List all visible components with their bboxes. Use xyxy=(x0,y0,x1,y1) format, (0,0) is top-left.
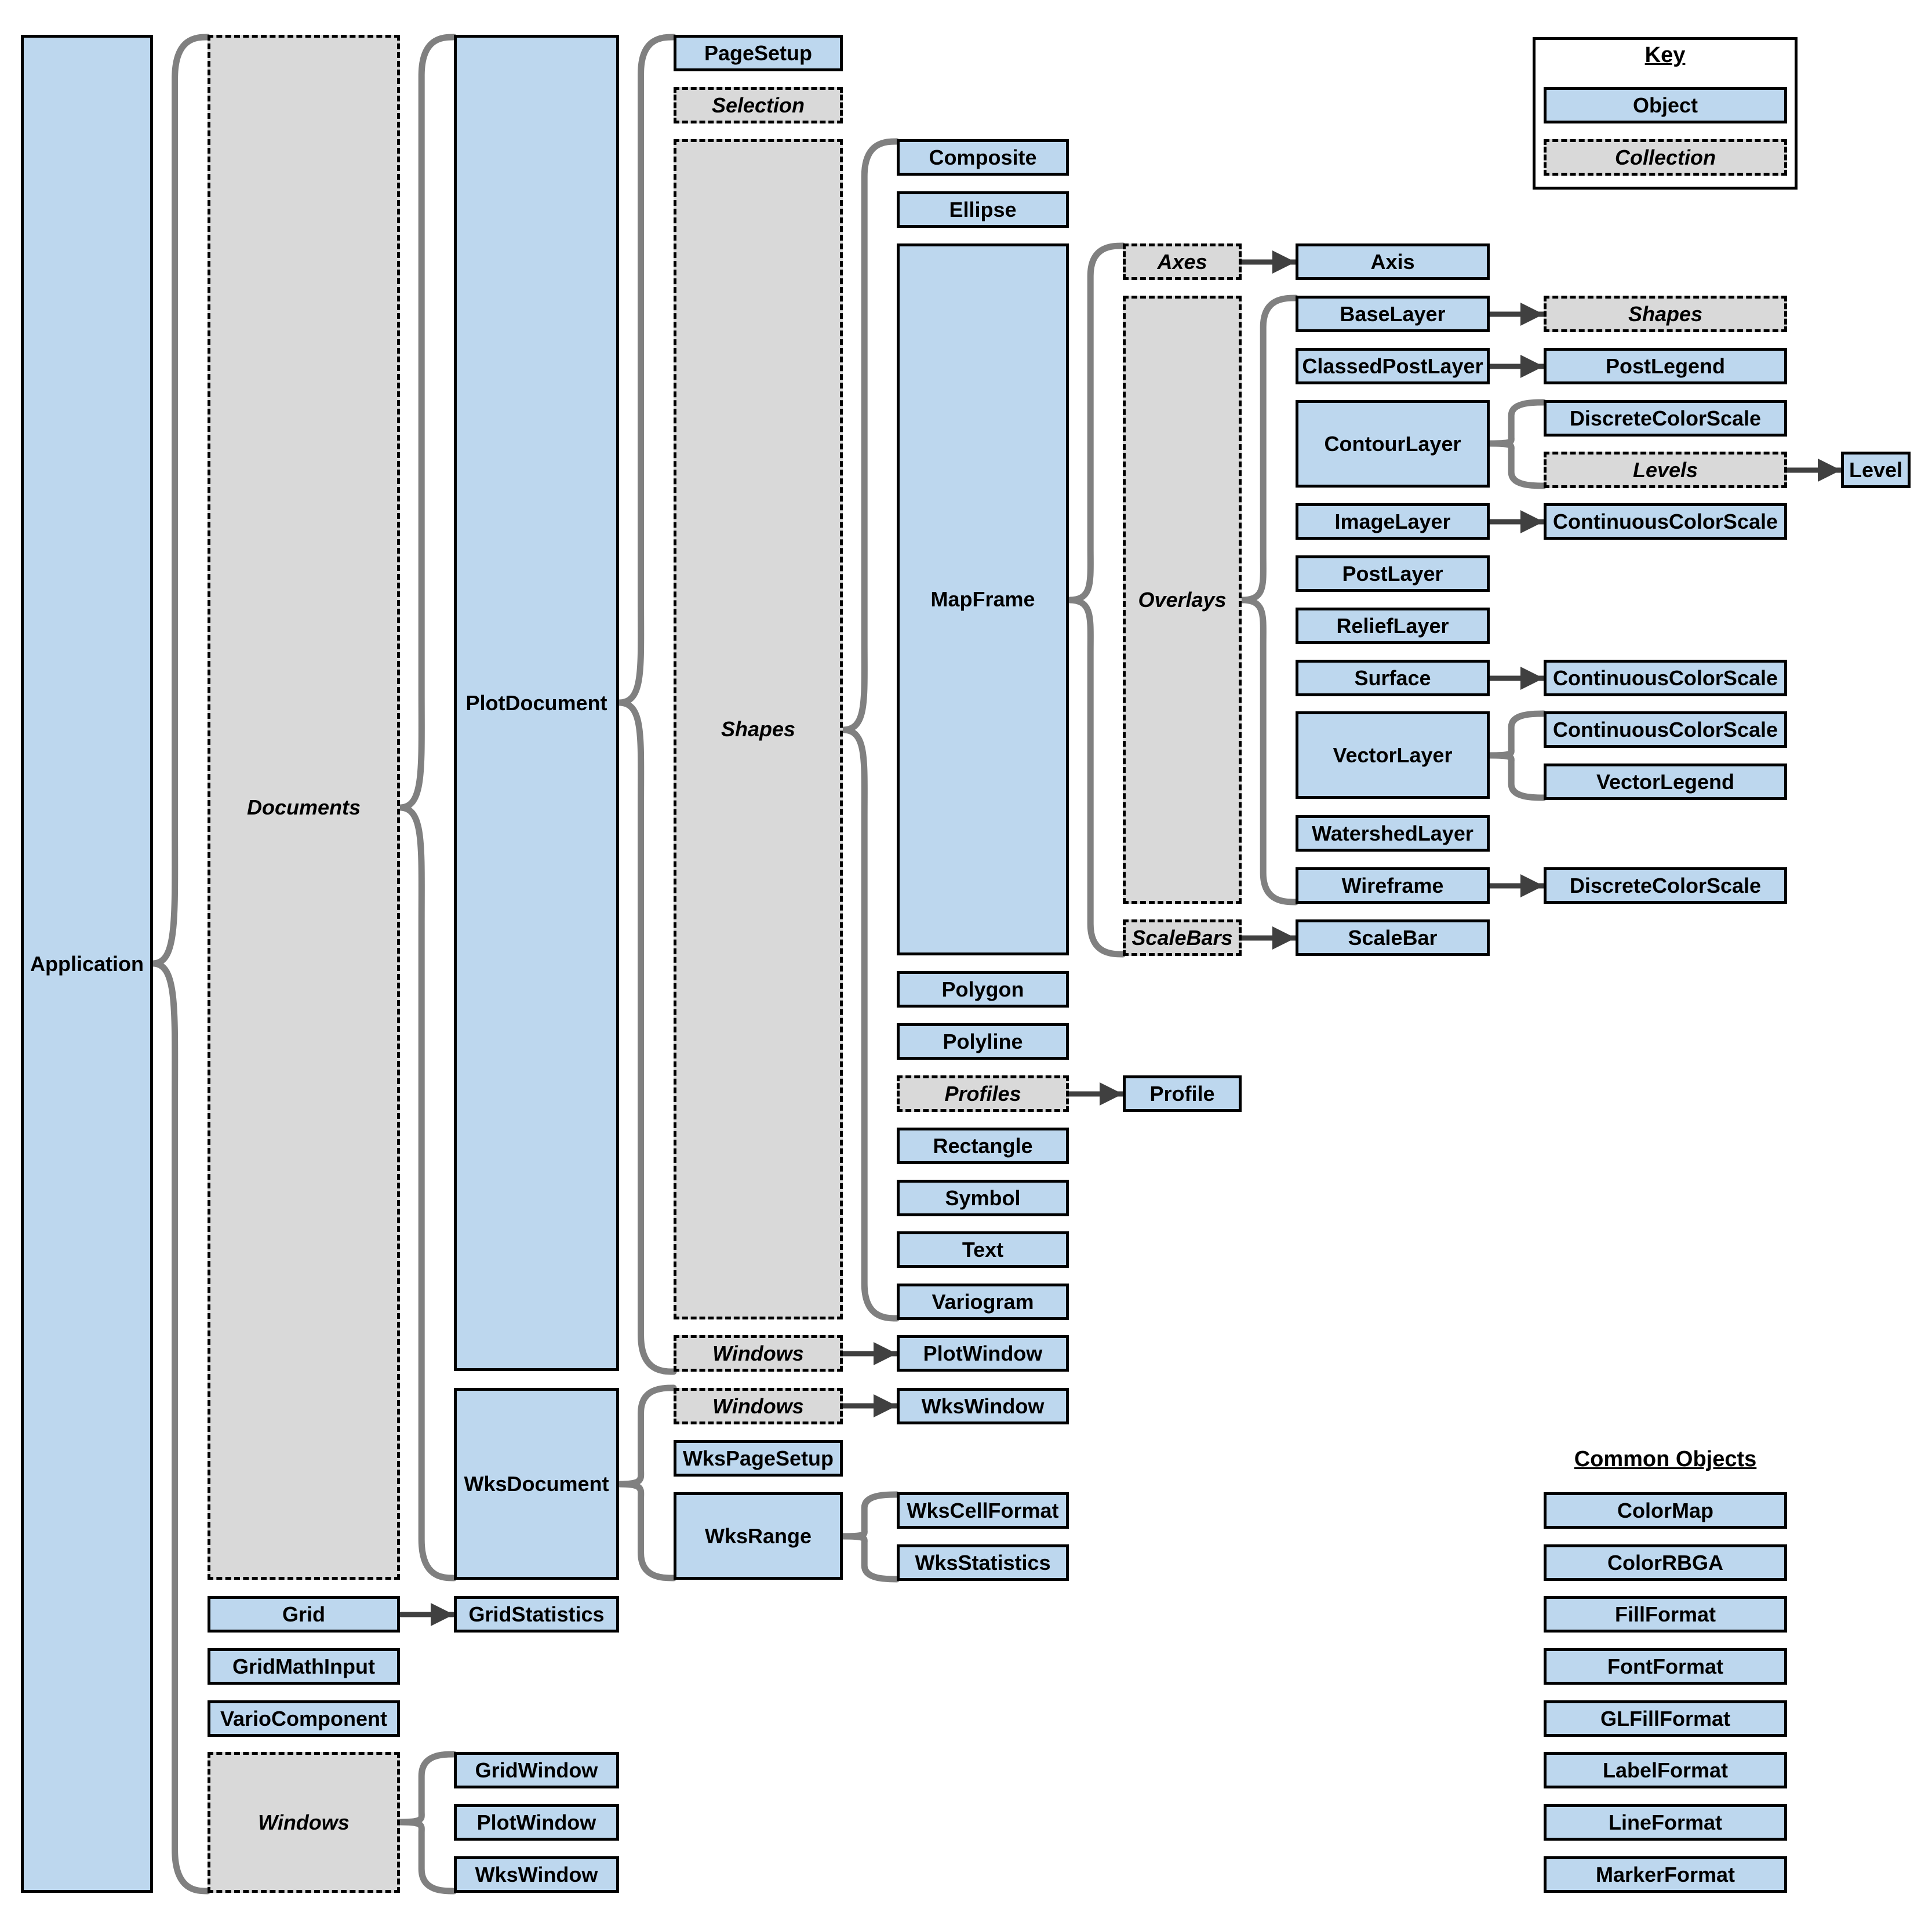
brace-connector xyxy=(396,34,457,811)
node-classedpostlayer: ClassedPostLayer xyxy=(1296,348,1490,384)
node-shapes-baselayer: Shapes xyxy=(1544,296,1787,332)
node-composite: Composite xyxy=(897,139,1069,176)
node-levels: Levels xyxy=(1544,452,1787,488)
node-variogram: Variogram xyxy=(897,1284,1069,1320)
node-wksdocument: WksDocument xyxy=(454,1388,619,1580)
brace-connector xyxy=(1238,597,1299,906)
brace-connector xyxy=(396,804,457,1581)
node-polygon: Polygon xyxy=(897,971,1069,1008)
common-object-item: MarkerFormat xyxy=(1544,1856,1787,1893)
node-selection: Selection xyxy=(674,87,843,123)
brace-connector xyxy=(1486,440,1547,489)
node-discretecolorscale-contour: DiscreteColorScale xyxy=(1544,400,1787,437)
node-gridwindow: GridWindow xyxy=(454,1752,619,1788)
brace-connector xyxy=(616,1481,677,1581)
node-windows-wks: Windows xyxy=(674,1388,843,1424)
node-wksstatistics: WksStatistics xyxy=(897,1544,1069,1581)
node-variocomponent: VarioComponent xyxy=(208,1700,400,1737)
node-continuouscolorscale-surface: ContinuousColorScale xyxy=(1544,660,1787,696)
node-windows-app: Windows xyxy=(208,1752,400,1893)
node-imagelayer: ImageLayer xyxy=(1296,503,1490,540)
brace-connector xyxy=(1065,597,1126,958)
node-symbol: Symbol xyxy=(897,1180,1069,1216)
node-ellipse: Ellipse xyxy=(897,191,1069,228)
node-postlegend: PostLegend xyxy=(1544,348,1787,384)
key-title: Key xyxy=(1644,42,1686,67)
node-documents: Documents xyxy=(208,35,400,1580)
node-axis: Axis xyxy=(1296,243,1490,280)
brace-connector xyxy=(396,1819,457,1895)
node-wkspagesetup: WksPageSetup xyxy=(674,1440,843,1477)
node-postlayer: PostLayer xyxy=(1296,555,1490,592)
brace-connector xyxy=(1486,710,1547,759)
common-object-item: ColorMap xyxy=(1544,1492,1787,1529)
brace-connector xyxy=(616,699,677,1375)
node-continuouscolorscale-vector: ContinuousColorScale xyxy=(1544,711,1787,748)
brace-connector xyxy=(616,34,677,706)
common-object-item: FillFormat xyxy=(1544,1596,1787,1633)
brace-connector xyxy=(1486,399,1547,447)
node-mapframe: MapFrame xyxy=(897,243,1069,955)
brace-connector xyxy=(1065,242,1126,603)
node-profiles: Profiles xyxy=(897,1075,1069,1112)
brace-connector xyxy=(150,34,211,967)
node-pagesetup: PageSetup xyxy=(674,35,843,71)
node-gridmathinput: GridMathInput xyxy=(208,1648,400,1685)
node-surface: Surface xyxy=(1296,660,1490,696)
brace-connector xyxy=(839,1491,900,1540)
node-wkswindow-right: WksWindow xyxy=(897,1388,1069,1424)
node-shapes: Shapes xyxy=(674,139,843,1319)
node-vectorlayer: VectorLayer xyxy=(1296,711,1490,799)
common-object-item: FontFormat xyxy=(1544,1648,1787,1685)
node-watershedlayer: WatershedLayer xyxy=(1296,815,1490,852)
node-baselayer: BaseLayer xyxy=(1296,296,1490,332)
brace-connector xyxy=(1238,295,1299,603)
key-object-sample: Object xyxy=(1544,87,1787,123)
brace-connector xyxy=(839,726,900,1322)
brace-connector xyxy=(396,1751,457,1826)
node-level: Level xyxy=(1841,452,1911,488)
common-object-item: GLFillFormat xyxy=(1544,1700,1787,1737)
node-plotdocument: PlotDocument xyxy=(454,35,619,1371)
node-application: Application xyxy=(21,35,153,1893)
node-wkscellformat: WksCellFormat xyxy=(897,1492,1069,1529)
node-vectorlegend: VectorLegend xyxy=(1544,764,1787,800)
node-continuouscolorscale-image: ContinuousColorScale xyxy=(1544,503,1787,540)
node-contourlayer: ContourLayer xyxy=(1296,400,1490,488)
node-gridstatistics: GridStatistics xyxy=(454,1596,619,1633)
brace-connector xyxy=(839,138,900,733)
node-relieflayer: ReliefLayer xyxy=(1296,608,1490,644)
node-rectangle: Rectangle xyxy=(897,1128,1069,1164)
node-text: Text xyxy=(897,1231,1069,1268)
node-windows-plot: Windows xyxy=(674,1335,843,1372)
common-object-item: ColorRBGA xyxy=(1544,1544,1787,1581)
node-profile: Profile xyxy=(1123,1075,1242,1112)
key-collection-sample: Collection xyxy=(1544,139,1787,176)
brace-connector xyxy=(616,1384,677,1488)
node-plotwindow-left: PlotWindow xyxy=(454,1804,619,1841)
node-discretecolorscale-wireframe: DiscreteColorScale xyxy=(1544,867,1787,904)
node-plotwindow-right: PlotWindow xyxy=(897,1335,1069,1372)
brace-connector xyxy=(1486,752,1547,801)
node-overlays: Overlays xyxy=(1123,296,1242,904)
node-axes: Axes xyxy=(1123,243,1242,280)
node-grid: Grid xyxy=(208,1596,400,1633)
node-scalebars: ScaleBars xyxy=(1123,919,1242,956)
brace-connector xyxy=(150,960,211,1895)
node-scalebar: ScaleBar xyxy=(1296,919,1490,956)
node-polyline: Polyline xyxy=(897,1023,1069,1060)
brace-connector xyxy=(839,1533,900,1583)
common-object-item: LabelFormat xyxy=(1544,1752,1787,1788)
common-objects-title: Common Objects xyxy=(1574,1446,1757,1471)
node-wksrange: WksRange xyxy=(674,1492,843,1580)
node-wireframe: Wireframe xyxy=(1296,867,1490,904)
node-wkswindow-left: WksWindow xyxy=(454,1856,619,1893)
common-object-item: LineFormat xyxy=(1544,1804,1787,1841)
